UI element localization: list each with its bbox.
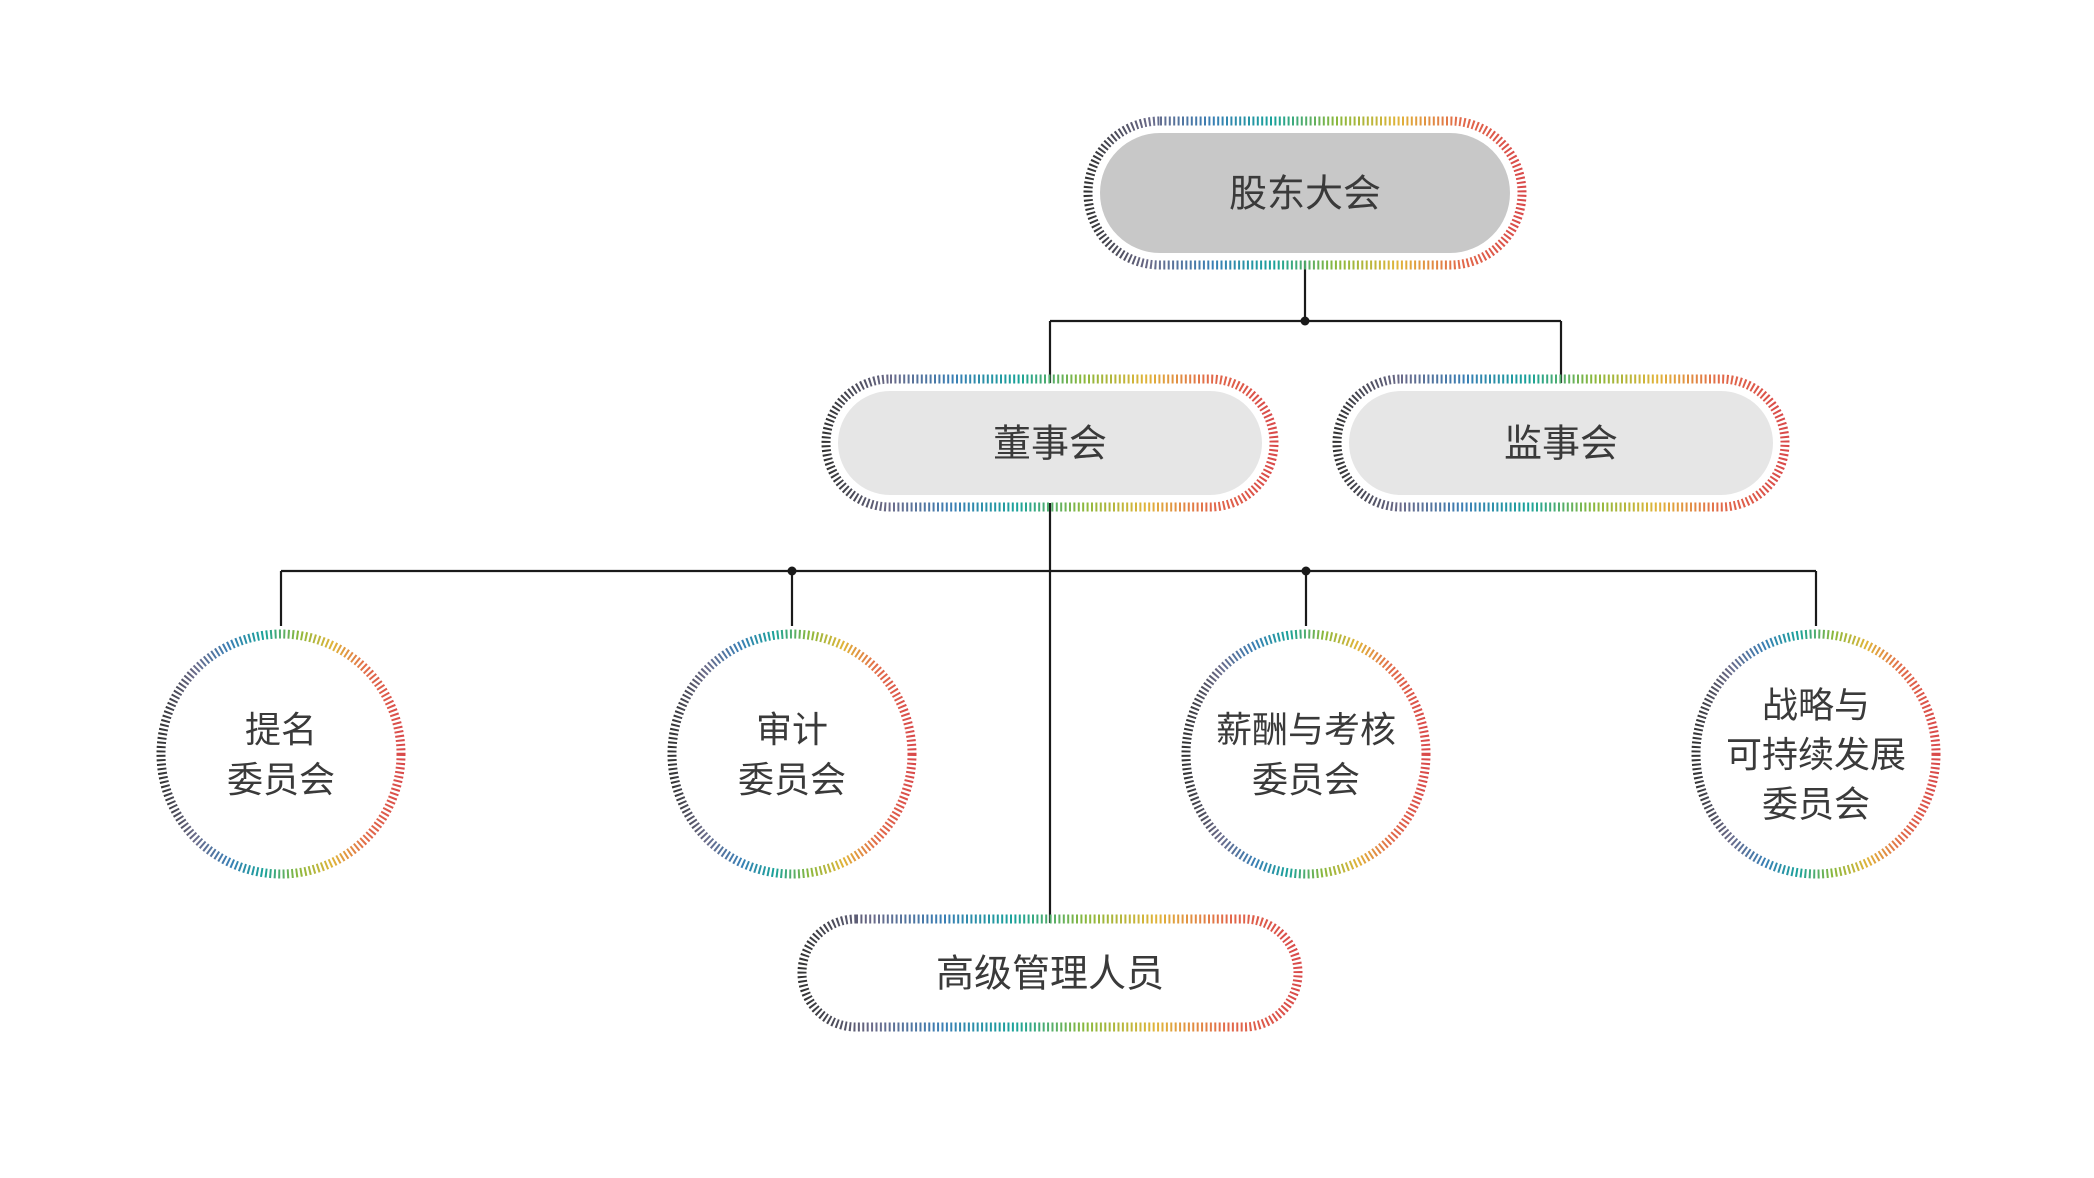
dashed-ring-border [1691,629,1941,879]
node-fill [167,640,395,868]
node-fill [814,931,1286,1015]
node-label-line: 可持续发展 [1726,735,1906,776]
node-label-line: 审计 [756,710,828,751]
node-fill [1349,391,1773,495]
dashed-ring-border [797,914,1303,1032]
dashed-ring-border [1083,116,1527,270]
org-nodes: 股东大会董事会监事会提名委员会审计委员会薪酬与考核委员会战略与可持续发展委员会高… [156,116,1941,1032]
node-label-line: 监事会 [1504,422,1618,466]
dashed-ring-border [667,629,917,879]
node-label-line: 委员会 [1762,785,1870,826]
node-label-line: 薪酬与考核 [1216,710,1396,751]
junction-dot [1301,566,1311,576]
junction-dot [787,566,797,576]
node-label-line: 提名 [245,710,317,751]
dashed-ring-border [1181,629,1431,879]
node-fill [1192,640,1420,868]
node-label-line: 股东大会 [1229,172,1381,216]
node-label-line: 董事会 [993,422,1107,466]
node-fill [1100,133,1510,253]
node-senior-management: 高级管理人员 [797,914,1303,1032]
node-board-of-supervisors: 监事会 [1332,374,1790,512]
dashed-ring-border [156,629,406,879]
node-label-line: 战略与 [1762,685,1870,726]
node-label-line: 委员会 [227,760,335,801]
connector-lines [279,261,1818,923]
node-shareholders-meeting: 股东大会 [1083,116,1527,270]
node-label-line: 委员会 [1252,760,1360,801]
junction-dot [1300,316,1310,326]
node-fill [838,391,1262,495]
node-label-line: 委员会 [738,760,846,801]
node-fill [678,640,906,868]
node-board-of-directors: 董事会 [821,374,1279,512]
dashed-ring-border [821,374,1279,512]
node-label-line: 高级管理人员 [936,952,1164,996]
node-fill [1702,640,1930,868]
dashed-ring-border [1332,374,1790,512]
